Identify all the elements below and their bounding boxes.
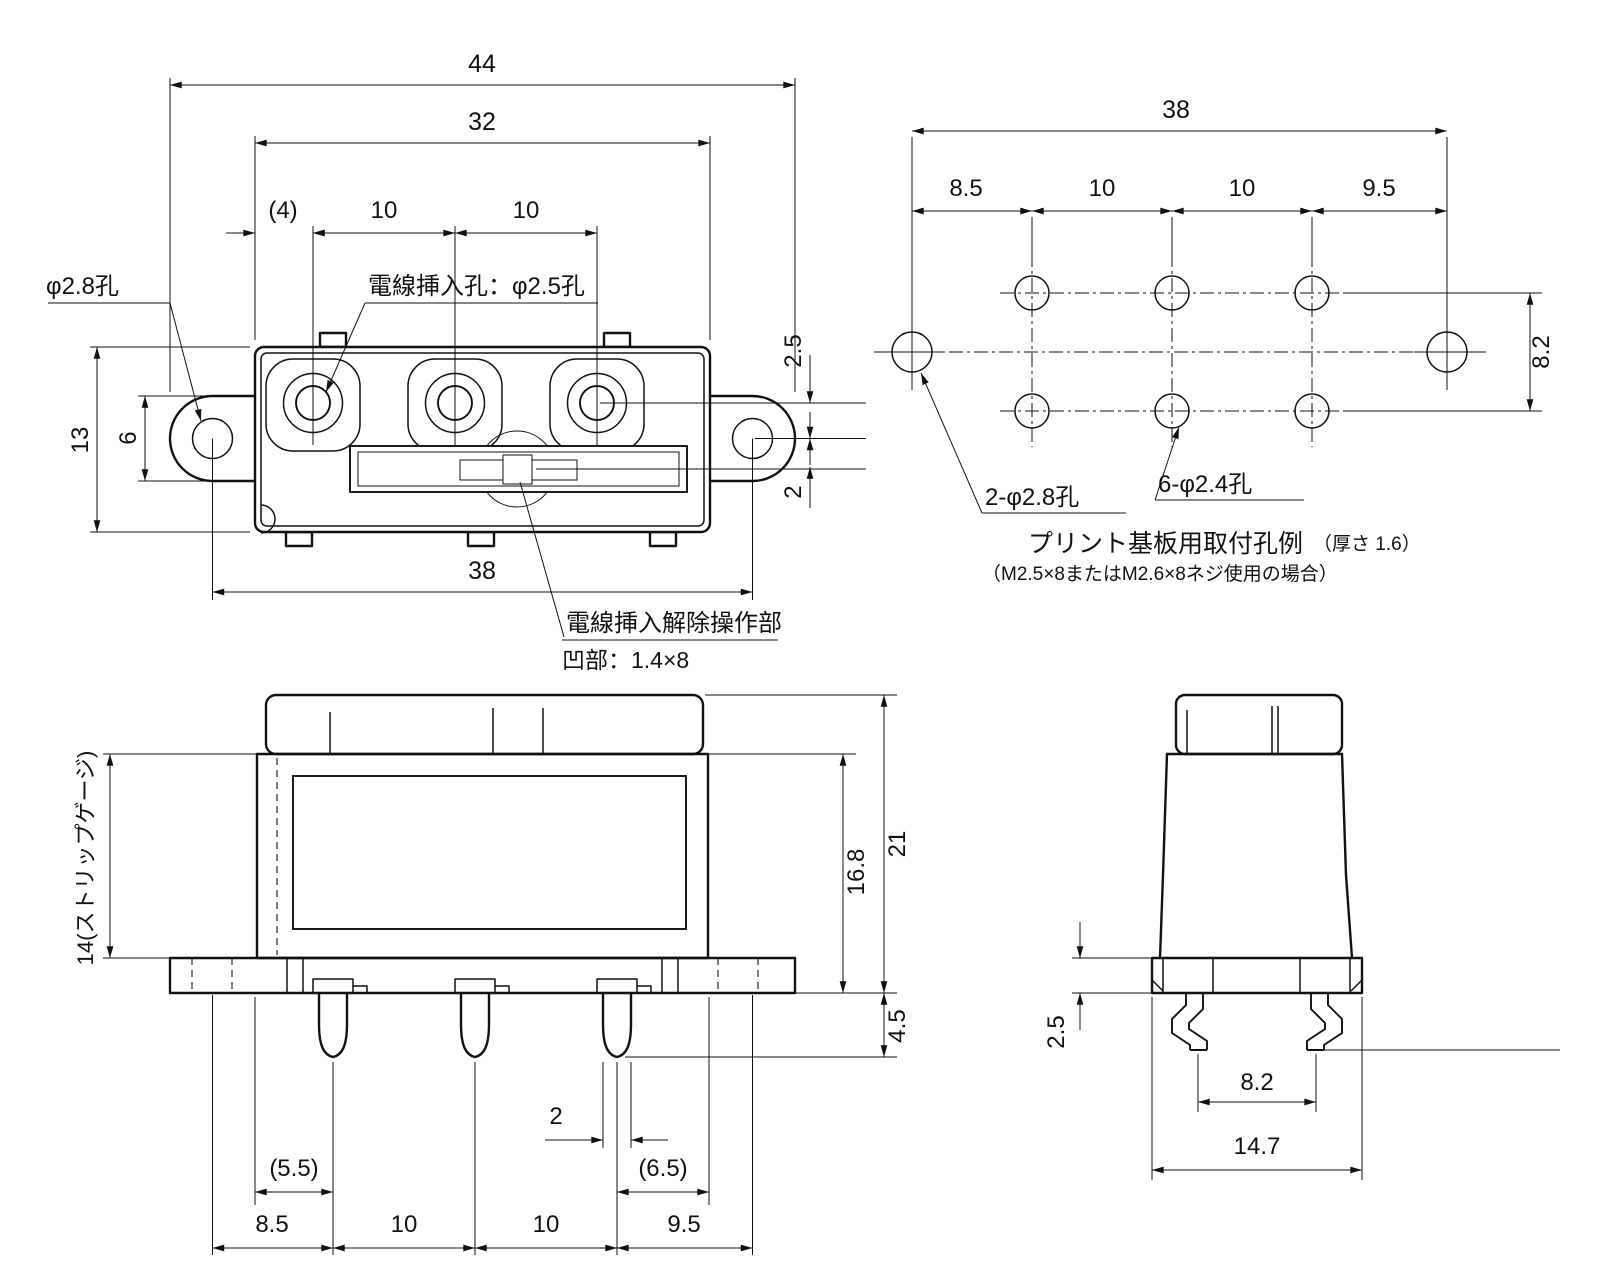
dim-front-overall-height: 21 bbox=[884, 831, 911, 858]
label-ear-hole: φ2.8孔 bbox=[46, 273, 119, 300]
dim-side-tips: 8.2 bbox=[1240, 1069, 1273, 1096]
label-pcb-title: プリント基板用取付孔例 bbox=[1028, 530, 1303, 558]
dim-pcb-a: 8.5 bbox=[949, 175, 982, 202]
dim-pcb-d: 9.5 bbox=[1362, 175, 1395, 202]
dim-top-pitch-b: 10 bbox=[513, 197, 540, 224]
dim-top-row-offset: 2.5 bbox=[780, 334, 807, 367]
pin-1 bbox=[317, 991, 349, 1059]
side-extension-lines bbox=[1072, 957, 1560, 1180]
side-outline bbox=[1150, 693, 1364, 1051]
pcb-hole-view: 38 8.5 10 10 9.5 8.2 2-φ2.8孔 6-φ2.4孔 プリン… bbox=[874, 96, 1555, 585]
front-dimensions: 14(ストリップゲージ) 16.8 21 4.5 2 (5.5) (6.5) 8… bbox=[73, 694, 911, 1252]
front-outline bbox=[168, 693, 797, 1059]
side-view: 2.5 8.2 14.7 bbox=[1043, 693, 1560, 1180]
dim-top-ear-span: 38 bbox=[468, 557, 496, 585]
dim-side-width: 14.7 bbox=[1234, 1133, 1281, 1160]
pcb-notes: 2-φ2.8孔 6-φ2.4孔 プリント基板用取付孔例 （厚さ 1.6） （M2… bbox=[920, 372, 1421, 585]
label-pcb-screws: （M2.5×8またはM2.6×8ネジ使用の場合） bbox=[982, 563, 1338, 585]
dim-front-pin-length: 4.5 bbox=[884, 1009, 911, 1042]
dim-front-right-pin: (6.5) bbox=[638, 1155, 687, 1182]
dim-pcb-b: 10 bbox=[1089, 175, 1116, 202]
top-view-notes: φ2.8孔 電線挿入孔：φ2.5孔 電線挿入解除操作部 凹部：1.4×8 bbox=[46, 273, 782, 673]
label-pcb-small-holes: 6-φ2.4孔 bbox=[1158, 471, 1252, 498]
dim-side-flange: 2.5 bbox=[1043, 1015, 1070, 1048]
dim-front-d: 9.5 bbox=[667, 1211, 700, 1238]
pin-3 bbox=[601, 991, 633, 1059]
top-view-dimensions: 44 32 (4) 10 10 13 6 38 2.5 2 bbox=[67, 50, 814, 596]
front-view: 14(ストリップゲージ) 16.8 21 4.5 2 (5.5) (6.5) 8… bbox=[73, 693, 911, 1255]
dim-front-a: 8.5 bbox=[255, 1211, 288, 1238]
leg-left bbox=[1171, 993, 1191, 1050]
side-dimensions: 2.5 8.2 14.7 bbox=[1043, 922, 1363, 1174]
dim-front-body-height: 16.8 bbox=[843, 849, 870, 896]
pin-2 bbox=[459, 991, 491, 1059]
front-label-window bbox=[292, 775, 687, 930]
dim-front-strip-gauge: 14(ストリップゲージ) bbox=[73, 751, 98, 966]
dim-top-pitch-a: 10 bbox=[371, 197, 398, 224]
dim-front-c: 10 bbox=[533, 1211, 560, 1238]
dim-top-slot-offset: 2 bbox=[780, 485, 807, 498]
dim-top-overall-width: 44 bbox=[468, 50, 496, 78]
label-pcb-thickness: （厚さ 1.6） bbox=[1313, 533, 1421, 555]
top-view: 44 32 (4) 10 10 13 6 38 2.5 2 φ2.8孔 電線挿入… bbox=[46, 50, 866, 673]
release-slider bbox=[502, 454, 533, 485]
label-wire-hole: 電線挿入孔：φ2.5孔 bbox=[368, 273, 585, 300]
dim-pcb-span: 38 bbox=[1162, 96, 1190, 124]
dim-front-pin-width: 2 bbox=[549, 1103, 562, 1130]
front-extension-lines bbox=[103, 694, 897, 1255]
pcb-dimensions: 38 8.5 10 10 9.5 8.2 bbox=[911, 96, 1555, 412]
dim-top-height: 13 bbox=[67, 427, 94, 454]
label-release: 電線挿入解除操作部 bbox=[566, 610, 782, 637]
pcb-centerlines bbox=[874, 137, 1542, 447]
dim-pcb-rows: 8.2 bbox=[1528, 335, 1555, 368]
leg-right bbox=[1323, 993, 1343, 1050]
label-recess: 凹部：1.4×8 bbox=[562, 647, 689, 673]
top-view-centerlines bbox=[90, 78, 866, 600]
dim-top-body-width: 32 bbox=[468, 108, 496, 136]
dim-top-ear-height: 6 bbox=[115, 431, 142, 444]
terminal-block-outline bbox=[168, 331, 797, 548]
dim-front-b: 10 bbox=[391, 1211, 418, 1238]
dim-front-left-pin: (5.5) bbox=[269, 1155, 318, 1182]
dim-pcb-c: 10 bbox=[1229, 175, 1256, 202]
label-pcb-big-holes: 2-φ2.8孔 bbox=[985, 484, 1079, 511]
dim-top-offset: (4) bbox=[268, 197, 297, 224]
